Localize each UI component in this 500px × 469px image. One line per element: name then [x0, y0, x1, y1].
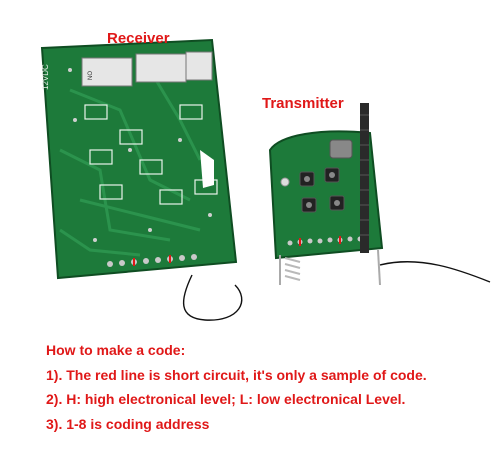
transmitter-board: [268, 103, 384, 286]
instruction-line: 1). The red line is short circuit, it's …: [46, 366, 427, 383]
instruction-line: 2). H: high electronical level; L: low e…: [46, 391, 406, 407]
transmitter-antenna-wire: [379, 261, 491, 283]
instruction-line: 3). 1-8 is coding address: [46, 415, 210, 432]
voltage-label: 12VDC: [41, 64, 50, 90]
transmitter-label: Transmitter: [262, 95, 344, 112]
receiver-label: Receiver: [107, 30, 170, 47]
instructions-title: How to make a code:: [46, 342, 186, 358]
receiver-board: NO 12VDC: [40, 38, 238, 280]
receiver-antenna-wire: [182, 274, 243, 321]
relay-no-label: NO: [88, 71, 94, 80]
coding-instructions: How to make a code: 1). The red line is …: [46, 338, 496, 436]
